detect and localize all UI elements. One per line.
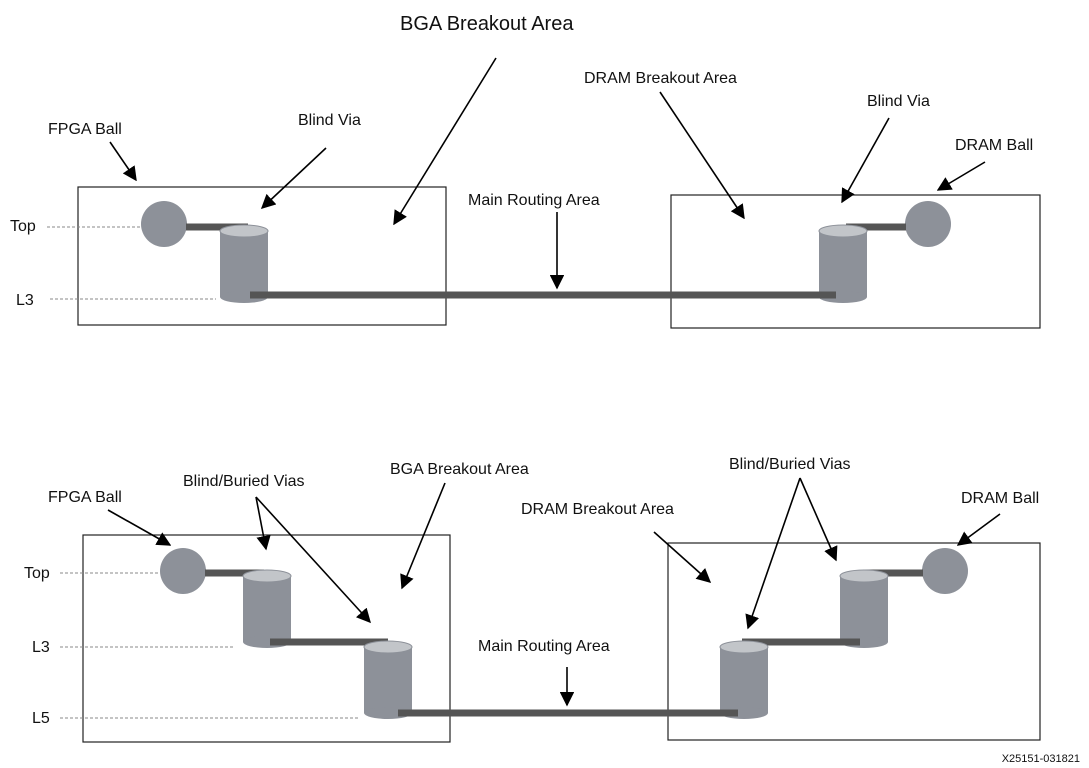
top-dram-breakout-arrow: [659, 91, 745, 220]
top-right-blind-via: [818, 224, 868, 303]
bottom-left-via-upper: [242, 569, 292, 648]
top-bga-breakout-title: BGA Breakout Area: [400, 13, 574, 35]
bottom-dram-breakout-box: [667, 542, 1041, 741]
top-fpga-ball-arrow: [109, 141, 137, 182]
bottom-left-vias-arrow-upper: [255, 496, 271, 551]
top-diagram: BGA Breakout Area Top L3 FPGA Ball Blind: [10, 13, 1041, 329]
bottom-diagram: Top L3 L5: [24, 456, 1041, 743]
bottom-left-vias-label: Blind/Buried Vias: [183, 473, 305, 490]
top-right-blind-via-arrow: [841, 117, 890, 204]
figure-id: X25151-031821: [1002, 753, 1080, 765]
top-fpga-ball: [141, 201, 187, 247]
bottom-main-routing-label: Main Routing Area: [478, 638, 610, 655]
bottom-layer-top-label: Top: [24, 565, 50, 582]
bottom-left-via-lower-body: [364, 647, 412, 713]
top-dram-breakout-label: DRAM Breakout Area: [584, 70, 737, 87]
top-fpga-ball-label: FPGA Ball: [48, 121, 122, 138]
top-dram-ball-arrow: [936, 161, 986, 191]
bottom-fpga-ball-arrow: [107, 509, 172, 546]
bottom-left-via-lower: [363, 640, 413, 719]
bottom-fpga-ball: [160, 548, 206, 594]
bottom-fpga-ball-label: FPGA Ball: [48, 489, 122, 506]
bottom-layer-l5-label: L5: [32, 710, 50, 727]
top-right-via-top: [818, 224, 868, 238]
top-left-blind-via-arrow: [260, 147, 327, 209]
top-dram-ball-label: DRAM Ball: [955, 137, 1033, 154]
top-layer-l3-label: L3: [16, 292, 34, 309]
top-left-via-top: [219, 224, 269, 238]
bottom-bga-breakout-label: BGA Breakout Area: [390, 461, 529, 478]
bottom-right-via-lower-body: [720, 647, 768, 713]
top-main-routing-label: Main Routing Area: [468, 192, 600, 209]
bottom-right-vias-arrow-upper: [799, 477, 838, 562]
bottom-left-via-upper-body: [243, 576, 291, 642]
bottom-left-vias-arrow-lower: [255, 496, 371, 624]
top-right-blind-via-label: Blind Via: [867, 93, 930, 110]
bottom-dram-ball-label: DRAM Ball: [961, 490, 1039, 507]
bottom-dram-ball: [922, 548, 968, 594]
bottom-right-via-lower-top: [719, 640, 769, 654]
bottom-left-via-lower-top: [363, 640, 413, 654]
top-left-blind-via-label: Blind Via: [298, 112, 361, 129]
top-bga-breakout-arrow: [393, 57, 497, 226]
bottom-layer-l3-label: L3: [32, 639, 50, 656]
bottom-right-via-lower: [719, 640, 769, 719]
bottom-dram-breakout-label: DRAM Breakout Area: [521, 501, 674, 518]
bottom-right-via-upper-body: [840, 576, 888, 642]
top-dram-ball: [905, 201, 951, 247]
bottom-right-via-upper-top: [839, 569, 889, 583]
bottom-bga-breakout-arrow: [400, 482, 446, 590]
bottom-right-vias-arrow-lower: [745, 477, 801, 630]
top-right-via-body: [819, 231, 867, 297]
bottom-left-via-upper-top: [242, 569, 292, 583]
bottom-dram-breakout-arrow: [653, 531, 712, 583]
bottom-right-vias-label: Blind/Buried Vias: [729, 456, 851, 473]
top-dram-breakout-box: [670, 194, 1041, 329]
top-layer-top-label: Top: [10, 218, 36, 235]
top-left-blind-via: [219, 224, 269, 303]
bottom-right-via-upper: [839, 569, 889, 648]
top-bga-breakout-box: [77, 186, 447, 326]
bottom-dram-ball-arrow: [956, 513, 1001, 546]
top-left-via-body: [220, 231, 268, 297]
